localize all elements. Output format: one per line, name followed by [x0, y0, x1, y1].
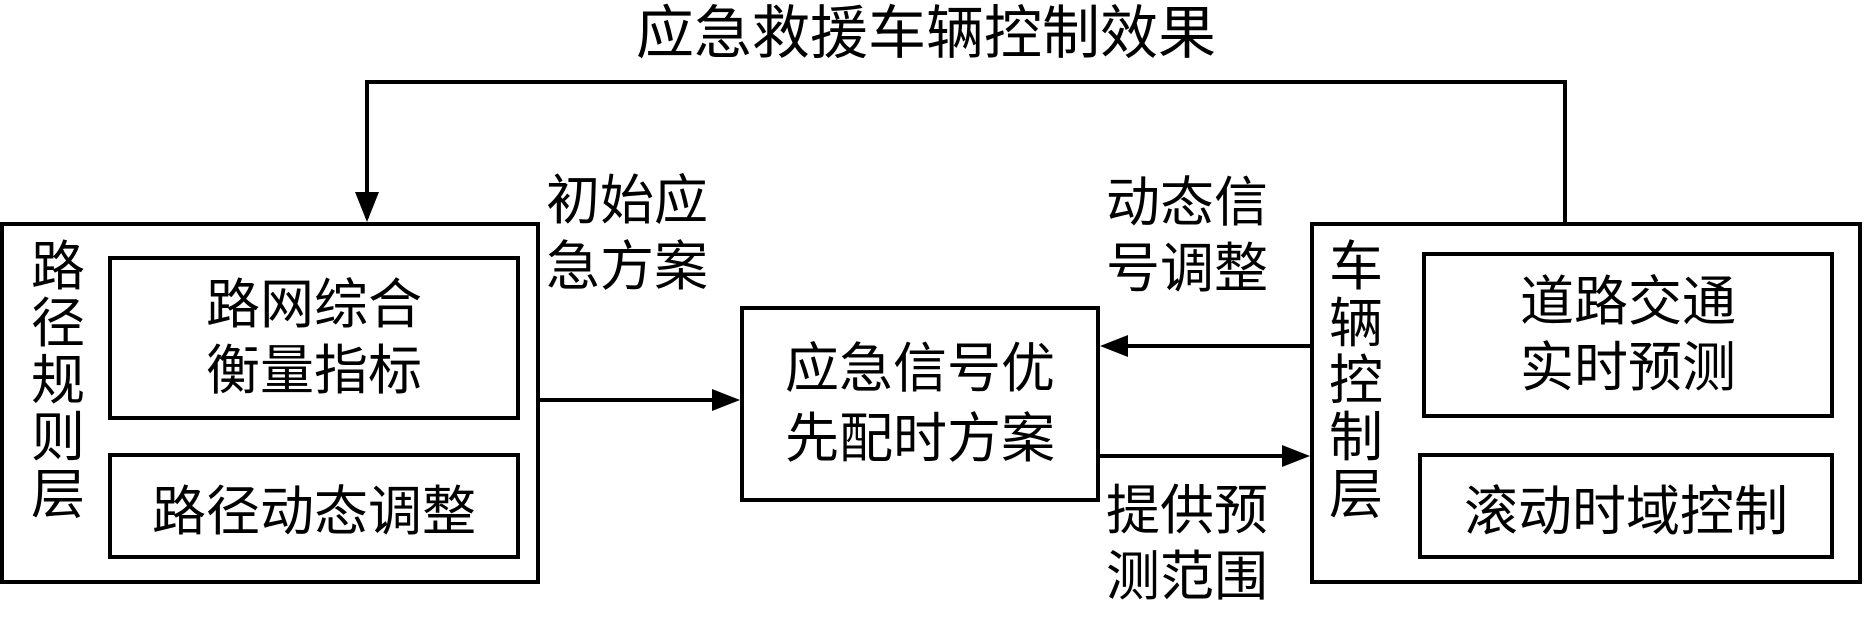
feedback-loop-arrow	[365, 80, 1567, 222]
network-metrics-box: 路网综合 衡量指标	[108, 256, 520, 420]
signal-adjust-label: 动态信 号调整	[1106, 170, 1268, 302]
network-metrics-line2: 衡量指标	[206, 339, 422, 402]
path-dynamic-adjust-box: 路径动态调整	[108, 453, 520, 559]
traffic-prediction-line2: 实时预测	[1520, 336, 1736, 399]
initial-plan-label-line2: 急方案	[546, 235, 708, 298]
rolling-horizon-control-label: 滚动时域控制	[1464, 479, 1788, 543]
feedback-arrowhead	[355, 192, 379, 222]
prediction-range-label-line2: 测范围	[1106, 545, 1268, 608]
traffic-realtime-prediction-box: 道路交通 实时预测	[1422, 252, 1834, 418]
path-dynamic-adjust-label: 路径动态调整	[152, 479, 476, 543]
network-metrics-line1: 路网综合	[206, 273, 422, 336]
signal-priority-line2: 先配时方案	[785, 407, 1055, 470]
initial-plan-arrowhead	[712, 389, 740, 411]
prediction-range-label: 提供预 测范围	[1106, 478, 1268, 610]
path-rule-layer-title: 路径规则层	[31, 235, 85, 526]
vehicle-control-layer-title: 车辆控制层	[1329, 235, 1383, 526]
signal-priority-line1: 应急信号优	[785, 337, 1055, 400]
signal-adjust-label-line2: 号调整	[1106, 237, 1268, 300]
prediction-range-label-line1: 提供预	[1106, 479, 1268, 542]
signal-adjust-arrowhead	[1100, 335, 1128, 357]
traffic-prediction-line1: 道路交通	[1520, 270, 1736, 333]
prediction-range-arrowhead	[1282, 445, 1310, 467]
rolling-horizon-control-box: 滚动时域控制	[1418, 453, 1834, 559]
feedback-label: 应急救援车辆控制效果	[636, 0, 1217, 67]
signal-priority-plan-box: 应急信号优 先配时方案	[740, 306, 1100, 502]
signal-adjust-label-line1: 动态信	[1106, 171, 1268, 234]
initial-plan-label-line1: 初始应	[546, 169, 708, 232]
initial-plan-label: 初始应 急方案	[546, 168, 708, 300]
